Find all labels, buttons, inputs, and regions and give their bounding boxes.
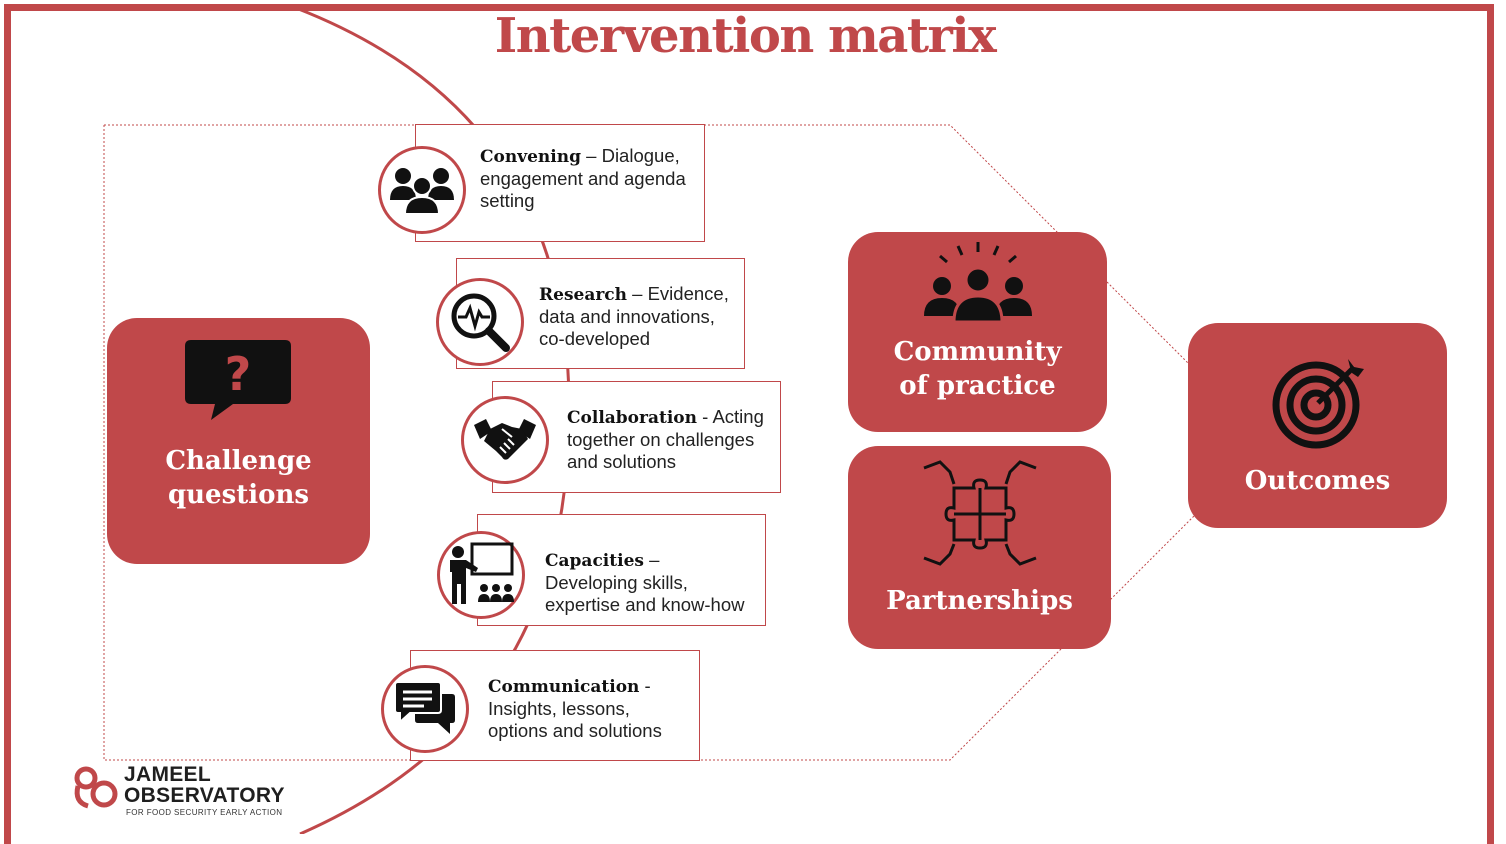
- svg-text:?: ?: [225, 347, 252, 401]
- challenge-questions-card: ? Challenge questions: [107, 318, 370, 564]
- page-title: Intervention matrix: [494, 8, 997, 64]
- activity-text: Insights, lessons, options and solutions: [488, 698, 662, 741]
- jameel-observatory-logo: JAMEEL OBSERVATORY FOR FOOD SECURITY EAR…: [72, 764, 285, 817]
- logo-tagline: FOR FOOD SECURITY EARLY ACTION: [126, 808, 283, 817]
- handshake-icon: [474, 419, 536, 460]
- teacher-board-icon: [450, 542, 514, 604]
- outcomes-card: Outcomes: [1188, 323, 1447, 528]
- question-speech-bubble-icon: ?: [185, 340, 291, 420]
- puzzle-hands-icon: [923, 460, 1037, 566]
- activity-capacities: Capacities – Developing skills, expertis…: [477, 514, 766, 626]
- activity-text: Developing skills, expertise and know-ho…: [545, 572, 745, 615]
- activity-text: Evidence, data and innovations, co-devel…: [539, 283, 729, 349]
- convening-icon-circle: [378, 146, 466, 234]
- collaboration-icon-circle: [461, 396, 549, 484]
- activity-label: Communication: [488, 677, 640, 697]
- outcomes-label: Outcomes: [1244, 466, 1391, 496]
- activity-label: Collaboration: [567, 408, 698, 428]
- logo-name: JAMEEL OBSERVATORY: [124, 763, 285, 807]
- group-people-icon: [390, 168, 454, 215]
- community-of-practice-card: Community of practice: [848, 232, 1107, 432]
- chat-bubbles-icon: [394, 681, 455, 734]
- community-of-practice-label: Community of practice: [893, 337, 1062, 401]
- activity-label: Research: [539, 285, 628, 305]
- activity-label: Convening: [480, 147, 581, 167]
- communication-icon-circle: [381, 665, 469, 753]
- activity-text: Acting together on challenges and soluti…: [567, 406, 764, 472]
- activity-label: Capacities: [545, 551, 644, 571]
- funnel-top-line: [104, 124, 1201, 376]
- slide-frame: [4, 4, 1494, 844]
- partnerships-card: Partnerships: [848, 446, 1111, 649]
- capacities-icon-circle: [437, 531, 525, 619]
- partnerships-label: Partnerships: [886, 586, 1073, 616]
- magnifier-pulse-icon: [451, 293, 510, 352]
- target-arrow-icon: [1272, 359, 1364, 449]
- challenge-questions-label: Challenge questions: [165, 446, 312, 510]
- logo-mark-icon: [74, 766, 118, 809]
- community-people-icon: [924, 242, 1032, 324]
- activity-text: Dialogue, engagement and agenda setting: [480, 145, 686, 211]
- research-icon-circle: [436, 278, 524, 366]
